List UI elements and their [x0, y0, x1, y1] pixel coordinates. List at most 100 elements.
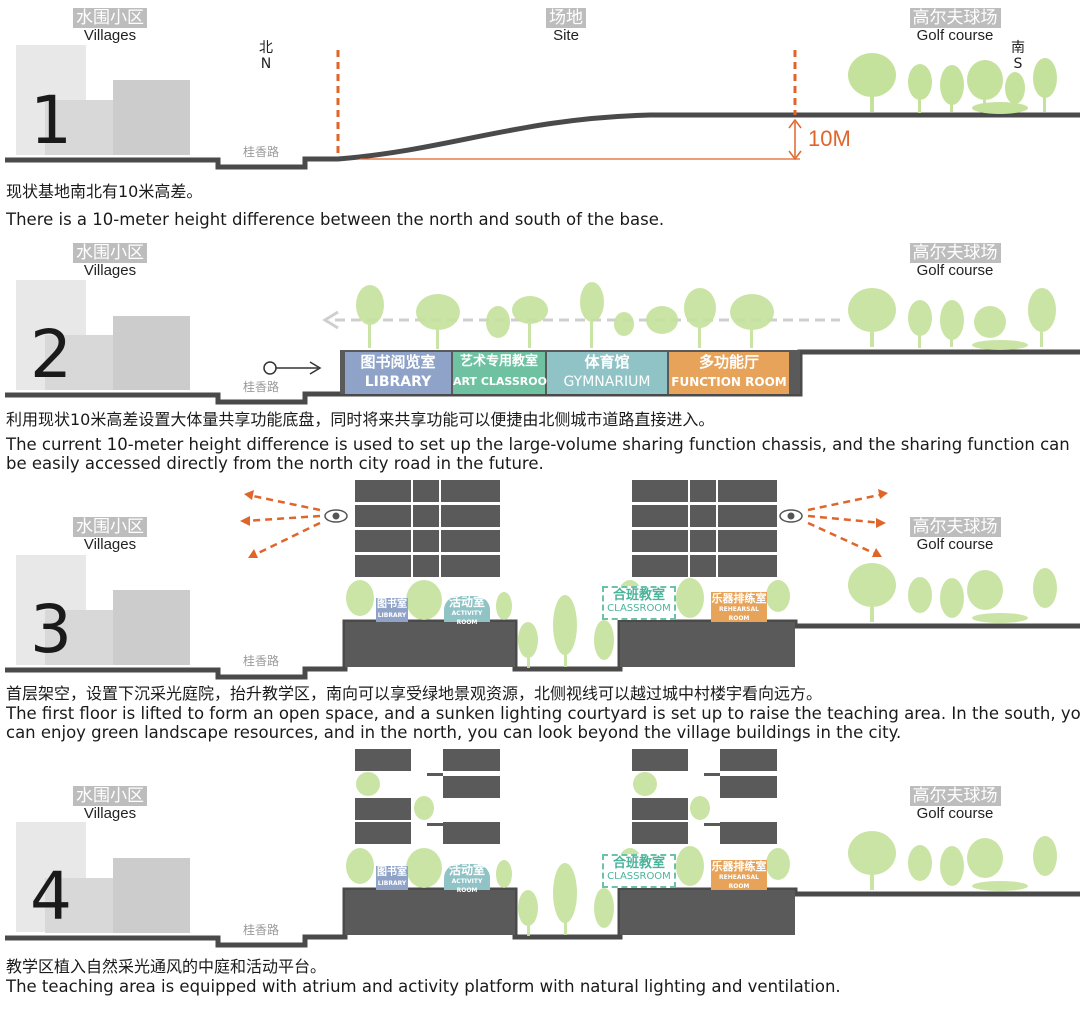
caption-3: 首层架空，设置下沉采光庭院，抬升教学区，南向可以享受绿地景观资源，北侧视线可以越…	[6, 684, 1080, 742]
ground-line	[5, 112, 1080, 170]
villages-label-en: Villages	[83, 262, 137, 279]
room-rehearsal: 乐器排练室 REHEARSAL ROOM	[711, 860, 767, 890]
caption-1-cn: 现状基地南北有10米高差。	[6, 182, 203, 201]
north-cn: 北	[259, 40, 273, 56]
road-label: 桂香路	[243, 654, 280, 668]
golf-label: 高尔夫球场 Golf course	[895, 8, 1015, 44]
villages-label: 水围小区 Villages	[60, 517, 160, 553]
villages-label: 水围小区 Villages	[60, 8, 160, 44]
sightlines-south	[807, 492, 885, 557]
room-library-cn: 图书室	[377, 599, 407, 610]
villages-label-en: Villages	[83, 27, 137, 44]
site-label-en: Site	[553, 27, 579, 44]
room-rehearsal: 乐器排练室 REHEARSAL ROOM	[711, 592, 767, 622]
teaching-block-south	[632, 480, 777, 577]
room-classroom-en: CLASSROOM	[607, 871, 671, 882]
room-library-en: LIBRARY	[377, 612, 407, 619]
villages-label-cn: 水围小区	[73, 517, 147, 537]
room-activity: 活动室 ACTIVITY ROOM	[444, 595, 490, 626]
function-art-en: ART CLASSROOM	[453, 375, 558, 388]
function-library: 图书阅览室 LIBRARY	[345, 352, 451, 394]
podium-south	[620, 622, 795, 667]
road-label: 桂香路	[243, 380, 280, 394]
function-art-cn: 艺术专用教室	[459, 354, 538, 369]
south-en: S	[1013, 56, 1023, 72]
south-marker: 南 S	[1008, 40, 1028, 72]
south-cn: 南	[1011, 40, 1025, 56]
room-rehearsal-cn: 乐器排练室	[711, 860, 767, 873]
golf-label-cn: 高尔夫球场	[909, 786, 1001, 806]
function-art-classroom: 艺术专用教室 ART CLASSROOM	[453, 352, 558, 394]
room-library: 图书室 LIBRARY	[376, 598, 408, 622]
caption-4-en: The teaching area is equipped with atriu…	[6, 977, 841, 996]
golf-label-cn: 高尔夫球场	[909, 243, 1001, 263]
golf-label-en: Golf course	[916, 805, 994, 822]
caption-3-en: The first floor is lifted to form an ope…	[6, 704, 1080, 742]
villages-label-cn: 水围小区	[73, 8, 147, 28]
villages-label: 水围小区 Villages	[60, 786, 160, 822]
north-en: N	[260, 56, 272, 72]
teaching-block-north	[355, 749, 500, 844]
teaching-block-north	[355, 480, 500, 577]
room-library-cn: 图书室	[377, 867, 407, 878]
caption-2: 利用现状10米高差设置大体量共享功能底盘，同时将来共享功能可以便捷由北侧城市道路…	[6, 410, 1080, 473]
room-rehearsal-en: REHEARSAL ROOM	[719, 874, 759, 890]
golf-label-en: Golf course	[916, 536, 994, 553]
function-library-cn: 图书阅览室	[360, 353, 436, 371]
villages-label-en: Villages	[83, 536, 137, 553]
villages-label-cn: 水围小区	[73, 786, 147, 806]
podium-north	[345, 622, 515, 667]
room-classroom-en: CLASSROOM	[607, 603, 671, 614]
panel-number: 4	[30, 858, 72, 935]
road-label: 桂香路	[243, 145, 280, 159]
site-label: 场地 Site	[526, 8, 606, 44]
caption-2-cn: 利用现状10米高差设置大体量共享功能底盘，同时将来共享功能可以便捷由北侧城市道路…	[6, 410, 715, 429]
function-gymnasium: 体育馆 GYMNARIUM	[547, 352, 667, 394]
room-activity-cn: 活动室	[448, 595, 485, 609]
roof-trees	[356, 282, 1056, 350]
function-gym-en: GYMNARIUM	[563, 374, 651, 390]
function-library-en: LIBRARY	[364, 374, 432, 390]
golf-trees	[848, 53, 1057, 114]
village-building	[113, 80, 190, 155]
function-room: 多功能厅 FUNCTION ROOM	[669, 352, 789, 394]
teaching-block-south	[632, 749, 777, 844]
podium-north	[345, 890, 515, 935]
golf-label: 高尔夫球场 Golf course	[895, 517, 1015, 553]
golf-label-en: Golf course	[916, 27, 994, 44]
villages-label-en: Villages	[83, 805, 137, 822]
room-library-en: LIBRARY	[377, 880, 407, 887]
golf-label-cn: 高尔夫球场	[909, 8, 1001, 28]
caption-4: 教学区植入自然采光通风的中庭和活动平台。 The teaching area i…	[6, 957, 1080, 996]
golf-label-cn: 高尔夫球场	[909, 517, 1001, 537]
room-activity: 活动室 ACTIVITY ROOM	[444, 864, 490, 894]
room-classroom: 合班教室 CLASSROOM	[602, 586, 676, 620]
height-difference-label: 10M	[808, 126, 851, 151]
road-label: 桂香路	[243, 923, 280, 937]
caption-3-cn: 首层架空，设置下沉采光庭院，抬升教学区，南向可以享受绿地景观资源，北侧视线可以越…	[6, 684, 823, 703]
eye-icon	[779, 509, 803, 523]
sightlines-north	[244, 493, 321, 558]
villages-label: 水围小区 Villages	[60, 243, 160, 279]
site-label-cn: 场地	[546, 8, 586, 28]
room-classroom: 合班教室 CLASSROOM	[602, 854, 676, 888]
north-marker: 北 N	[256, 40, 276, 72]
villages-label-cn: 水围小区	[73, 243, 147, 263]
panel-number: 3	[30, 591, 72, 668]
function-gym-cn: 体育馆	[584, 353, 630, 371]
room-rehearsal-en: REHEARSAL ROOM	[719, 606, 759, 622]
function-room-en: FUNCTION ROOM	[671, 375, 787, 389]
panel-number: 1	[30, 82, 72, 159]
podium-south	[620, 890, 795, 935]
room-classroom-cn: 合班教室	[612, 856, 665, 871]
caption-4-cn: 教学区植入自然采光通风的中庭和活动平台。	[6, 957, 327, 976]
caption-1-en: There is a 10-meter height difference be…	[6, 210, 665, 229]
village-building	[45, 100, 121, 155]
room-classroom-cn: 合班教室	[612, 588, 665, 603]
golf-label: 高尔夫球场 Golf course	[895, 786, 1015, 822]
room-activity-en: ACTIVITY ROOM	[451, 610, 483, 626]
eye-icon	[324, 509, 348, 523]
section-diagram-4	[5, 749, 1080, 948]
section-diagram-1	[5, 45, 1080, 170]
room-library: 图书室 LIBRARY	[376, 866, 408, 890]
